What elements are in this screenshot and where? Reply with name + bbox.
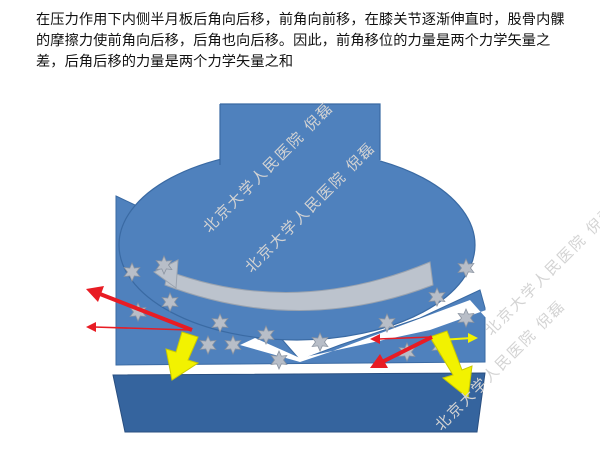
red-arrow-left-thick-head — [86, 286, 104, 302]
star-particle — [457, 258, 475, 278]
femur-shaft-edge — [219, 103, 381, 165]
star-particle — [457, 308, 475, 328]
femur-shaft — [220, 104, 380, 194]
star-particle — [378, 313, 396, 333]
rotation-arc-arrow — [164, 261, 434, 311]
thin-yellow-arrow-head — [468, 333, 478, 343]
yellow-arrow-left — [165, 331, 200, 381]
star-particle — [311, 332, 329, 352]
tibia-plateau — [112, 372, 486, 433]
yellow-arrow-right — [429, 330, 473, 399]
red-arrow-left-thick — [99, 292, 193, 332]
star-particle — [199, 335, 217, 355]
caption-text: 在压力作用下内侧半月板后角向后移，前角向前移，在膝关节逐渐伸直时，股骨内髁的摩擦… — [36, 12, 565, 70]
star-particle — [155, 255, 173, 275]
star-particle — [211, 313, 229, 333]
star-particle — [428, 287, 446, 307]
red-arrow-right-thin-head — [370, 334, 380, 344]
red-arrow-left-thin — [93, 326, 191, 331]
thin-yellow-arrow — [439, 337, 473, 341]
red-arrow-right-thick — [381, 335, 433, 364]
meniscus-cleft — [240, 300, 486, 362]
star-particle — [257, 325, 275, 345]
star-particle — [224, 335, 242, 355]
star-particle — [161, 292, 179, 312]
star-particle — [123, 262, 141, 282]
red-arrow-right-thin — [377, 336, 433, 340]
red-arrow-left-thin-head — [86, 322, 96, 332]
star-particle — [270, 350, 288, 370]
red-arrow-right-thick-head — [370, 354, 388, 368]
